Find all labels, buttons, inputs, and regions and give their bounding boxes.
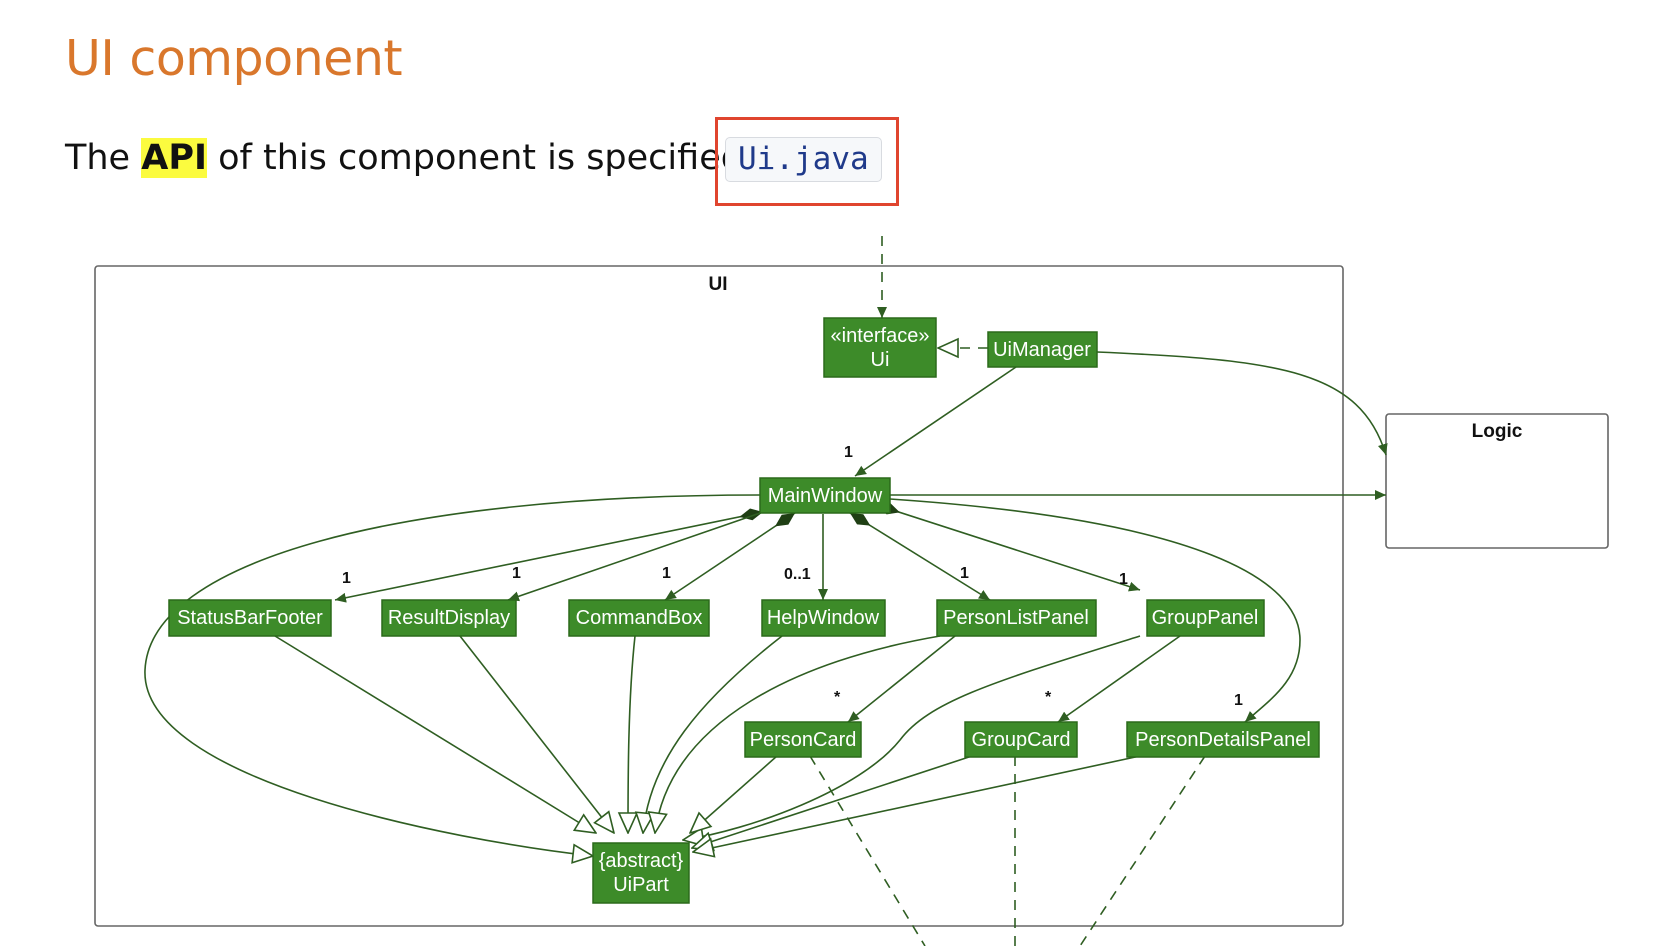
- composition-commandbox: [664, 512, 796, 601]
- composition-persondetailspanel: [889, 498, 1301, 723]
- svg-text:StatusBarFooter: StatusBarFooter: [177, 607, 323, 629]
- class-groupcard: GroupCard: [964, 721, 1078, 758]
- svg-text:PersonCard: PersonCard: [750, 729, 857, 751]
- dependency-persondetails-below: [1079, 755, 1206, 946]
- svg-text:CommandBox: CommandBox: [576, 607, 703, 629]
- mult-manager-main: 1: [844, 444, 853, 461]
- page-title: UI component: [65, 30, 403, 87]
- edge-personlist-personcard: [847, 635, 956, 723]
- svg-text:GroupPanel: GroupPanel: [1152, 607, 1259, 629]
- svg-text:UiPart: UiPart: [613, 874, 669, 896]
- mult-details: 1: [1234, 692, 1243, 709]
- generalization-resultdisplay-uipart: [459, 635, 614, 833]
- class-resultdisplay: ResultDisplay: [381, 599, 517, 637]
- generalization-personlistpanel-uipart: [655, 635, 941, 833]
- intro-paragraph: The API of this component is specified i…: [65, 138, 786, 178]
- class-commandbox: CommandBox: [568, 599, 710, 637]
- class-helpwindow: HelpWindow: [761, 599, 886, 637]
- svg-text:UiManager: UiManager: [993, 339, 1091, 361]
- generalization-helpwindow-uipart: [643, 635, 783, 833]
- ui-package-label: UI: [709, 274, 728, 295]
- svg-text:{abstract}: {abstract}: [599, 850, 684, 872]
- edge-uimanager-mainwindow: [854, 366, 1017, 477]
- svg-text:MainWindow: MainWindow: [768, 485, 883, 507]
- ui-java-link[interactable]: Ui.java: [725, 137, 882, 182]
- intro-middle: of this component is specified in: [207, 138, 786, 178]
- svg-text:HelpWindow: HelpWindow: [767, 607, 880, 629]
- svg-text:PersonDetailsPanel: PersonDetailsPanel: [1135, 729, 1311, 751]
- logic-package-label: Logic: [1472, 421, 1523, 442]
- class-personcard: PersonCard: [744, 721, 862, 758]
- api-highlight: API: [141, 138, 207, 178]
- generalization-grouppanel-uipart: [683, 635, 1141, 840]
- class-ui-interface: «interface» Ui: [823, 317, 937, 378]
- mult-help: 0..1: [784, 566, 811, 583]
- generalization-commandbox-uipart: [628, 635, 635, 833]
- ui-package-frame: [94, 265, 1344, 927]
- class-persondetailspanel: PersonDetailsPanel: [1126, 721, 1320, 758]
- svg-text:PersonListPanel: PersonListPanel: [943, 607, 1089, 629]
- class-uimanager: UiManager: [987, 331, 1098, 368]
- mult-command: 1: [662, 565, 671, 582]
- generalization-persondetails-uipart: [693, 755, 1141, 852]
- class-personlistpanel: PersonListPanel: [936, 599, 1097, 637]
- mult-group: 1: [1119, 571, 1128, 588]
- generalization-mainwindow-uipart: [144, 494, 761, 856]
- mult-result: 1: [512, 565, 521, 582]
- composition-personlistpanel: [849, 512, 991, 601]
- edge-uimanager-logic: [1096, 351, 1388, 456]
- class-mainwindow: MainWindow: [759, 477, 891, 514]
- edge-grouppanel-groupcard: [1057, 635, 1181, 723]
- logic-package-frame: [1385, 413, 1609, 549]
- svg-text:ResultDisplay: ResultDisplay: [388, 607, 510, 629]
- intro-prefix: The: [65, 138, 142, 178]
- mult-personcard: *: [834, 689, 841, 706]
- class-statusbarfooter: StatusBarFooter: [168, 599, 332, 637]
- dependency-personcard-below: [809, 755, 926, 946]
- class-grouppanel: GroupPanel: [1146, 599, 1265, 637]
- svg-text:Ui: Ui: [871, 349, 890, 371]
- generalization-personcard-uipart: [690, 755, 778, 833]
- class-uipart: {abstract} UiPart: [592, 842, 690, 904]
- highlight-callout-box: [715, 117, 899, 206]
- composition-grouppanel: [876, 502, 1141, 592]
- composition-statusbarfooter: [334, 508, 764, 603]
- svg-text:GroupCard: GroupCard: [972, 729, 1071, 751]
- mult-groupcard: *: [1045, 689, 1052, 706]
- generalization-statusbarfooter-uipart: [274, 635, 596, 833]
- generalization-groupcard-uipart: [692, 755, 973, 848]
- mult-personlist: 1: [960, 565, 969, 582]
- mult-status: 1: [342, 570, 351, 587]
- svg-text:«interface»: «interface»: [831, 325, 930, 347]
